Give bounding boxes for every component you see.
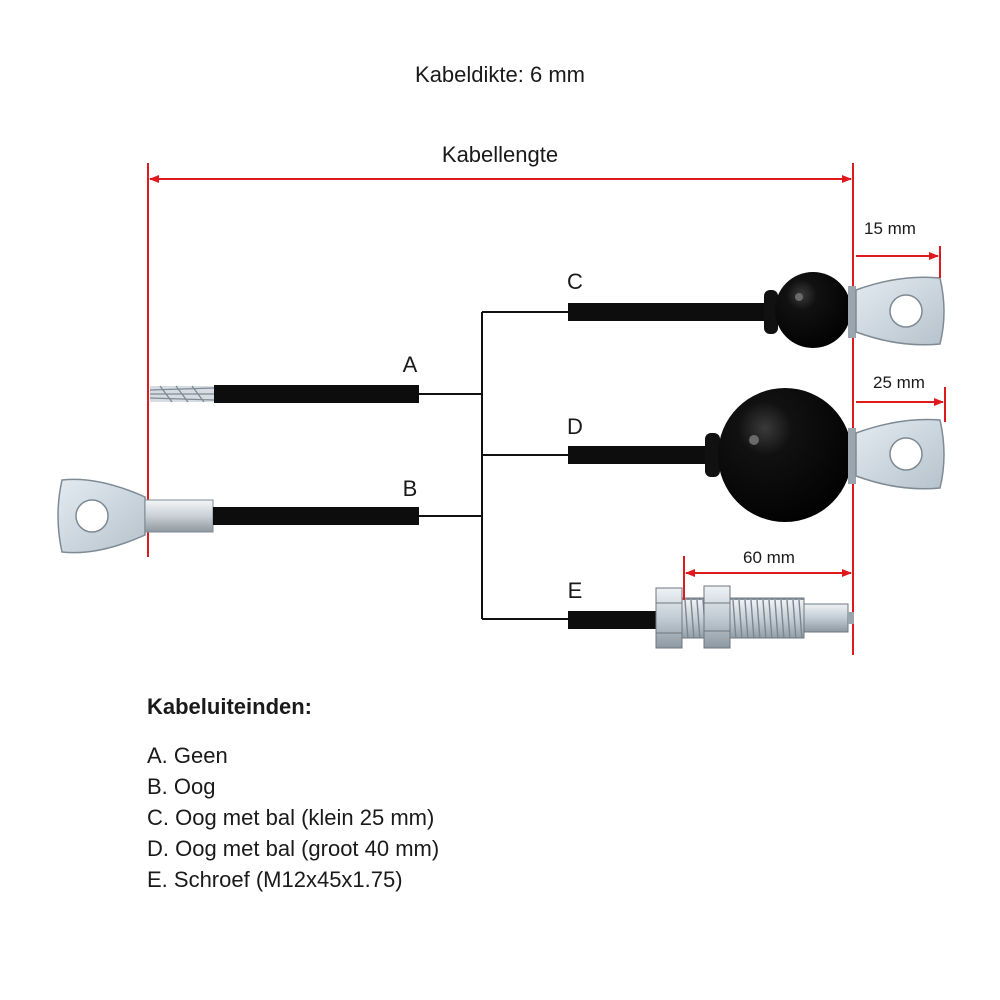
label-c: C [567,269,583,294]
connector-tree [419,311,568,620]
crimp-nut-icon [655,587,683,649]
large-ball-icon [718,388,852,522]
legend-item-a: A. Geen [147,743,228,768]
eye-sleeve-c [848,286,856,338]
legend-item-c: C. Oog met bal (klein 25 mm) [147,805,435,830]
cable-end-b: B [57,476,419,554]
cable-length-label: Kabellengte [442,142,558,167]
wire-strands-icon [149,385,215,403]
legend-title: Kabeluiteinden: [147,694,313,719]
cable-end-d: D 25 mm [567,373,946,522]
ball-collar-d-icon [705,433,720,477]
ball-highlight-d-icon [749,435,759,445]
label-a: A [403,352,418,377]
dim-eye-c-label: 15 mm [864,219,916,238]
small-ball-icon [775,272,851,348]
threaded-rod-icon [681,597,805,639]
eye-hole-icon [75,499,109,533]
eye-hole-d-icon [889,437,923,471]
dim-screw-label: 60 mm [743,548,795,567]
cable-a [214,385,419,403]
cable-end-a: A [149,352,419,403]
cable-c [568,303,766,321]
cable-thickness-label: Kabeldikte: 6 mm [415,62,585,87]
label-d: D [567,414,583,439]
cable-ends-legend: Kabeluiteinden: A. Geen B. Oog C. Oog me… [147,694,847,895]
ball-highlight-icon [795,293,803,301]
cable-d [568,446,708,464]
screw-cable-exit [848,612,854,624]
hex-nut-icon [703,585,731,649]
label-e: E [568,578,583,603]
cable-b [213,507,419,525]
legend-item-d: D. Oog met bal (groot 40 mm) [147,836,440,861]
legend-item-b: B. Oog [147,774,216,799]
eye-sleeve-d [848,428,856,484]
crimp-sleeve [144,499,214,533]
ball-collar-icon [764,290,778,334]
dim-eye-d-label: 25 mm [873,373,925,392]
legend-item-e: E. Schroef (M12x45x1.75) [147,867,403,892]
cable-end-e: E 60 mm [568,548,854,649]
label-b: B [403,476,418,501]
eye-hole-c-icon [889,294,923,328]
cable-end-c: C 15 mm [567,219,945,348]
cable-e [568,611,658,629]
screw-tip-icon [803,603,849,633]
